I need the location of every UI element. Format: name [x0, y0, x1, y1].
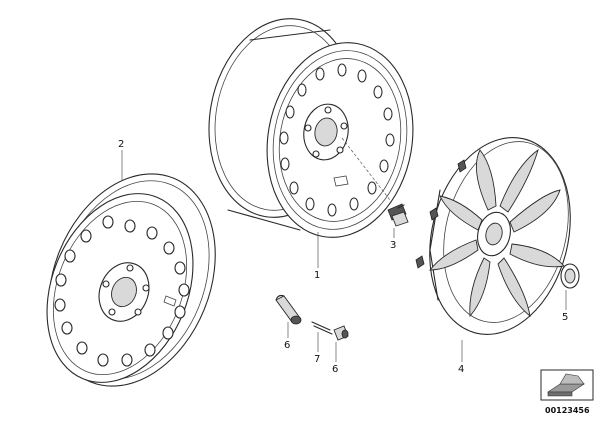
valve-cap — [333, 325, 349, 341]
center-emblem — [560, 263, 580, 289]
view-thumbnail — [540, 369, 594, 401]
vent-holes-left — [54, 215, 190, 367]
callout-7: 7 — [314, 354, 320, 365]
callout-1: 1 — [314, 270, 320, 281]
callout-2: 2 — [118, 139, 124, 150]
vent-holes-main — [279, 63, 395, 217]
steel-wheel-main — [208, 18, 414, 238]
callout-4: 4 — [458, 364, 464, 375]
cover-spokes — [429, 148, 565, 318]
wheel-cover — [415, 137, 571, 335]
leader-lines — [121, 150, 567, 362]
callout-6-valve: 6 — [284, 340, 290, 351]
wheel-bolt — [387, 203, 409, 227]
hub-main — [303, 103, 349, 161]
callout-5: 5 — [562, 312, 568, 323]
steel-wheel-left — [46, 173, 216, 387]
tire-valve — [275, 294, 302, 325]
callout-3: 3 — [390, 240, 396, 251]
callout-6-cap: 6 — [332, 364, 338, 375]
valve-insert — [311, 321, 333, 335]
diagram-number: 00123456 — [545, 406, 590, 415]
hub-left — [98, 262, 150, 322]
